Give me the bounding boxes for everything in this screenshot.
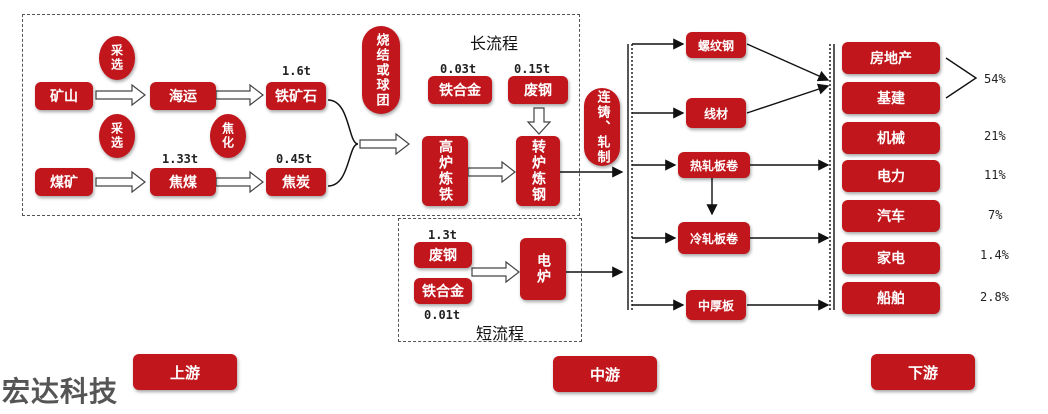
hollow-arrow [467,160,516,184]
short-scrap-amount: 1.3t [428,228,457,242]
coal-mine-node: 煤矿 [35,168,93,196]
sector-machinery: 机械 [842,122,940,154]
short-ferroalloy-amount: 0.01t [424,308,461,322]
machinery-share: 21% [984,129,1006,143]
short-process-box [398,218,582,342]
combined-share: 54% [984,72,1006,86]
long-ferroalloy-node: 铁合金 [428,76,492,104]
short-scrap-node: 废钢 [414,242,472,268]
coke-node: 焦炭 [266,168,326,196]
eaf-node: 电炉 [520,238,566,300]
coking-oval: 焦化 [210,114,246,158]
sector-auto: 汽车 [842,200,940,232]
hot-rolled-coil-node: 热轧板卷 [678,152,750,178]
iron-ore-node: 铁矿石 [266,82,326,110]
hollow-arrow [359,132,410,156]
hollow-arrow [95,83,146,107]
watermark: 宏达科技 [2,375,119,408]
shipping-node: 海运 [150,82,216,110]
coking-coal-node: 焦煤 [150,168,216,196]
hollow-arrow [471,260,520,284]
coking-coal-amount: 1.33t [162,152,199,166]
sector-power: 电力 [842,160,940,192]
upstream-long-process-box [22,14,580,216]
sector-real-estate: 房地产 [842,42,940,74]
hollow-arrow [215,170,264,194]
long-ferroalloy-amount: 0.03t [440,62,477,76]
hollow-arrow [215,83,264,107]
sector-shipbuilding: 船舶 [842,282,940,314]
power-share: 11% [984,168,1006,182]
sector-infrastructure: 基建 [842,82,940,114]
ore-mine-node: 矿山 [35,82,93,110]
wire-rod-node: 线材 [686,98,746,128]
hollow-arrow-down [526,107,552,135]
converter-node: 转炉炼钢 [516,136,560,206]
appliances-share: 1.4% [980,248,1009,262]
shipbuilding-share: 2.8% [980,290,1009,304]
medium-plate-node: 中厚板 [686,290,746,320]
sector-appliances: 家电 [842,242,940,274]
stage-downstream: 下游 [871,354,975,390]
beneficiation-oval: 采选 [99,114,135,158]
long-scrap-node: 废钢 [508,76,568,104]
coke-amount: 0.45t [276,152,313,166]
beneficiation-oval: 采选 [99,36,135,80]
long-process-title: 长流程 [470,34,519,53]
short-ferroalloy-node: 铁合金 [414,278,472,304]
hollow-arrow [95,170,146,194]
iron-ore-amount: 1.6t [282,64,311,78]
short-process-title: 短流程 [476,324,525,343]
blast-furnace-node: 高炉炼铁 [422,136,468,206]
long-scrap-amount: 0.15t [514,62,551,76]
auto-share: 7% [988,208,1003,222]
stage-midstream: 中游 [553,356,657,392]
stage-upstream: 上游 [133,354,237,390]
sinter-oval: 烧结或球团 [362,26,400,114]
cold-rolled-coil-node: 冷轧板卷 [678,222,750,254]
casting-rolling-oval: 连铸、轧制 [584,88,620,166]
rebar-node: 螺纹钢 [686,32,746,58]
